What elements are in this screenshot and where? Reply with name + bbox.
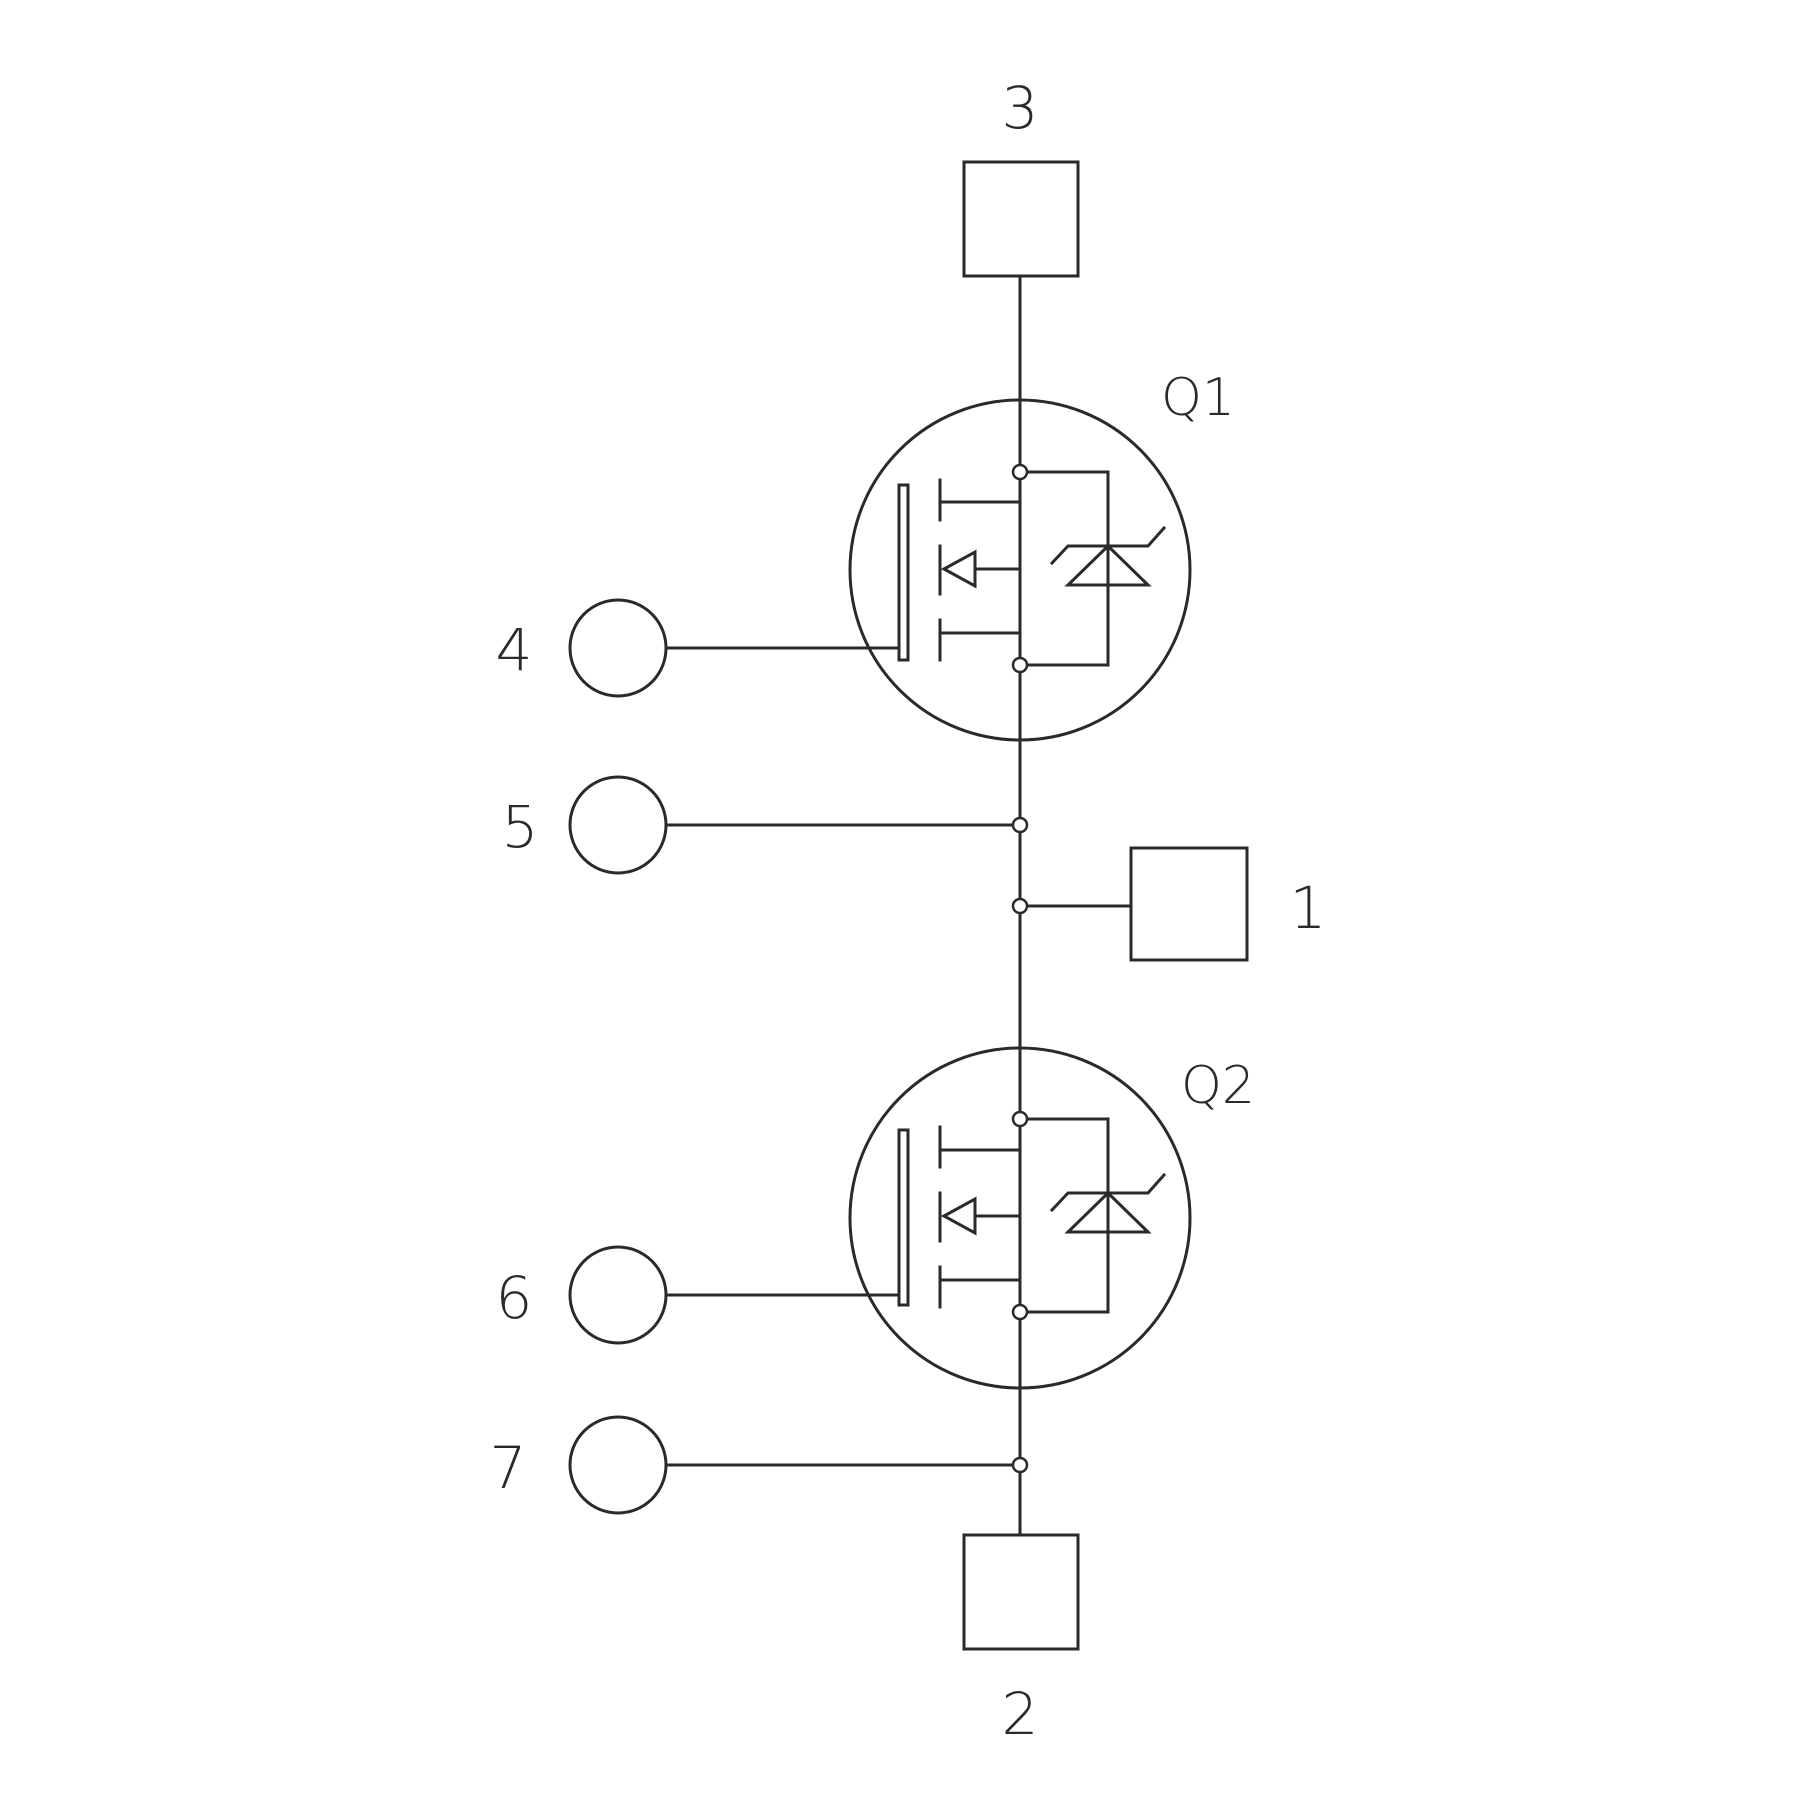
pin-3-label: 3 bbox=[1002, 74, 1039, 142]
q2-label: Q2 bbox=[1181, 1056, 1255, 1116]
q2-body-arrow bbox=[940, 1196, 977, 1236]
q2-source-node bbox=[1011, 1303, 1029, 1321]
pin-6-terminal bbox=[568, 1245, 668, 1345]
pin-2-label: 2 bbox=[1002, 1680, 1039, 1748]
pin-3-terminal bbox=[962, 160, 1080, 278]
pin-5-node bbox=[1011, 816, 1029, 834]
pin-7-node bbox=[1011, 1456, 1029, 1474]
q2-zener-diode-triangle bbox=[1064, 1190, 1152, 1234]
pin-1-label: 1 bbox=[1290, 874, 1327, 942]
pin-2-terminal bbox=[962, 1533, 1080, 1651]
q1-zener-diode-bar bbox=[1049, 525, 1167, 566]
q2-gate-plate bbox=[897, 1128, 910, 1307]
q2-drain-node bbox=[1011, 1110, 1029, 1128]
pin-5-terminal bbox=[568, 775, 668, 875]
pin-7-label: 7 bbox=[490, 1434, 527, 1502]
pin-6-label: 6 bbox=[496, 1264, 533, 1332]
q1-body-circle bbox=[848, 398, 1192, 742]
q1-source-node bbox=[1011, 656, 1029, 674]
q2-body-circle bbox=[848, 1046, 1192, 1390]
pin-4-label: 4 bbox=[496, 616, 533, 684]
q1-zener-diode-triangle bbox=[1064, 543, 1152, 587]
pin-5-label: 5 bbox=[502, 793, 539, 861]
q1-drain-node bbox=[1011, 463, 1029, 481]
pin-1-terminal bbox=[1129, 846, 1249, 962]
q1-mosfet bbox=[848, 398, 1192, 742]
q1-gate-plate bbox=[897, 483, 910, 662]
q2-mosfet bbox=[848, 1046, 1192, 1390]
pin-4-terminal bbox=[568, 598, 668, 698]
q1-body-arrow bbox=[940, 549, 977, 589]
q1-label: Q1 bbox=[1161, 368, 1235, 428]
pin-1-node bbox=[1011, 897, 1029, 915]
pin-7-terminal bbox=[568, 1415, 668, 1515]
q2-zener-diode-bar bbox=[1049, 1172, 1167, 1213]
